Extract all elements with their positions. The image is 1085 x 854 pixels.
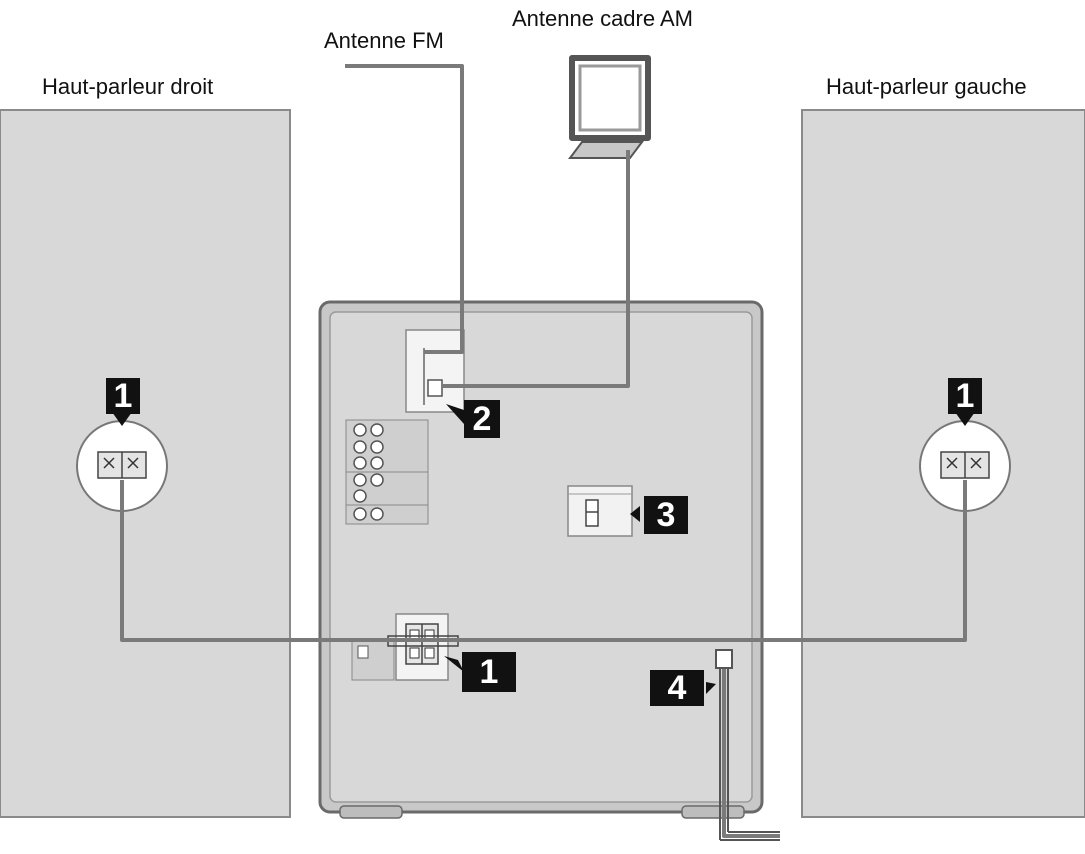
callout-1-right-speaker: 1 bbox=[106, 378, 140, 414]
audio-jack-panel bbox=[345, 419, 429, 525]
unit-speaker-terminal bbox=[351, 613, 459, 681]
callout-1-left-speaker: 1 bbox=[948, 378, 982, 414]
callout-4-power-cord: 4 bbox=[650, 670, 704, 706]
right-speaker-terminal bbox=[76, 420, 168, 512]
callout-2-antenna: 2 bbox=[464, 400, 500, 438]
left-speaker-label: Haut-parleur gauche bbox=[826, 74, 1027, 99]
left-speaker-terminal bbox=[919, 420, 1011, 512]
fm-antenna-wire bbox=[345, 64, 464, 354]
speaker-cable-left bbox=[462, 480, 967, 642]
power-cord bbox=[722, 658, 780, 838]
foot-right bbox=[681, 805, 745, 819]
speaker-cable-right bbox=[120, 480, 462, 642]
power-plug bbox=[715, 649, 780, 841]
am-loop-antenna bbox=[568, 55, 651, 159]
cables bbox=[120, 64, 967, 838]
right-speaker-label: Haut-parleur droit bbox=[42, 74, 214, 99]
callout-3-voltage-selector: 3 bbox=[644, 496, 688, 534]
callout-1-unit: 1 bbox=[462, 652, 516, 692]
callout-pointers bbox=[112, 404, 975, 694]
foot-left bbox=[339, 805, 403, 819]
antenna-terminal-block bbox=[405, 329, 465, 413]
fm-antenna-label: Antenne FM bbox=[324, 28, 444, 53]
voltage-selector-switch bbox=[567, 485, 633, 537]
am-antenna-label: Antenne cadre AM bbox=[512, 6, 694, 31]
main-unit-rear-panel bbox=[318, 300, 764, 819]
am-antenna-cable bbox=[442, 150, 630, 388]
